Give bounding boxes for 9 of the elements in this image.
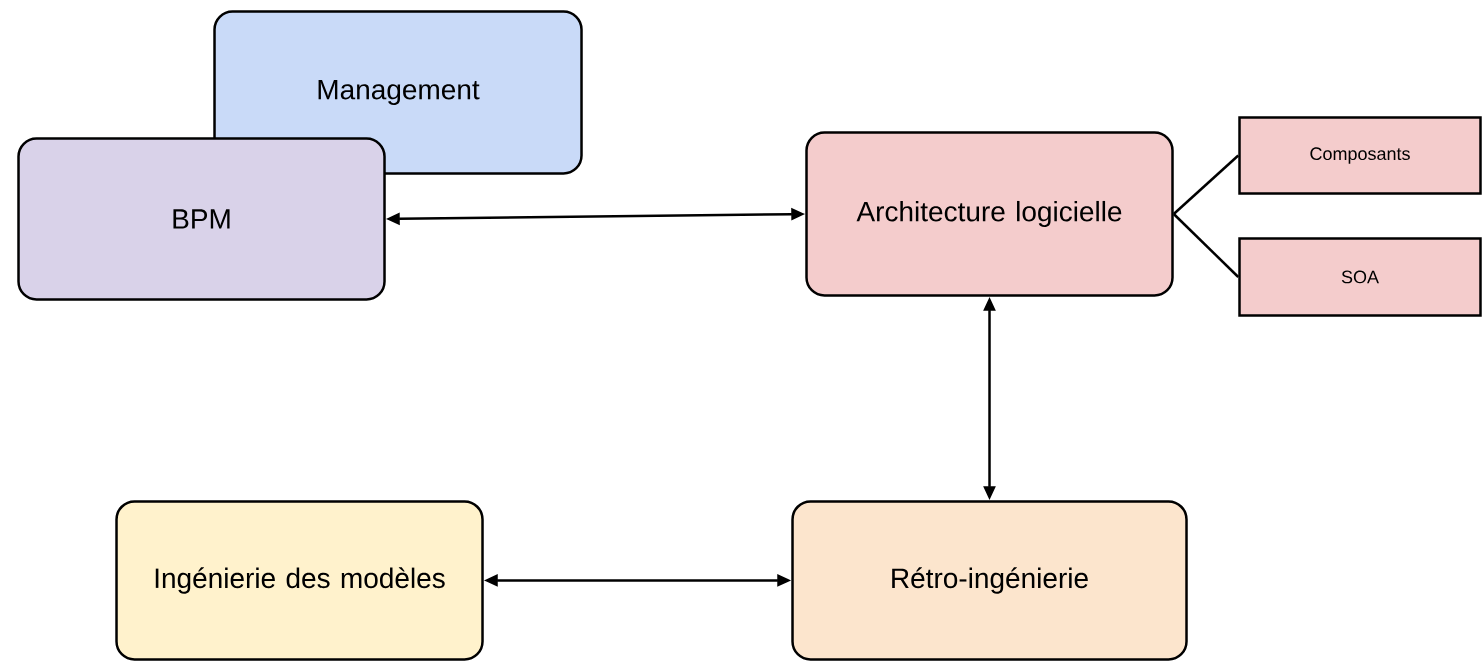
connector-line [1172,154,1240,215]
process-box: Ingénierie des modèles [115,500,484,661]
process-box: Management [213,10,583,175]
process-box: Architecture logicielle [805,131,1174,297]
component-box: SOA [1238,237,1482,317]
connector-line [1172,213,1240,278]
component-box: Composants [1238,116,1482,195]
process-box: BPM [17,137,386,301]
process-box: Rétro-ingénierie [791,500,1188,661]
